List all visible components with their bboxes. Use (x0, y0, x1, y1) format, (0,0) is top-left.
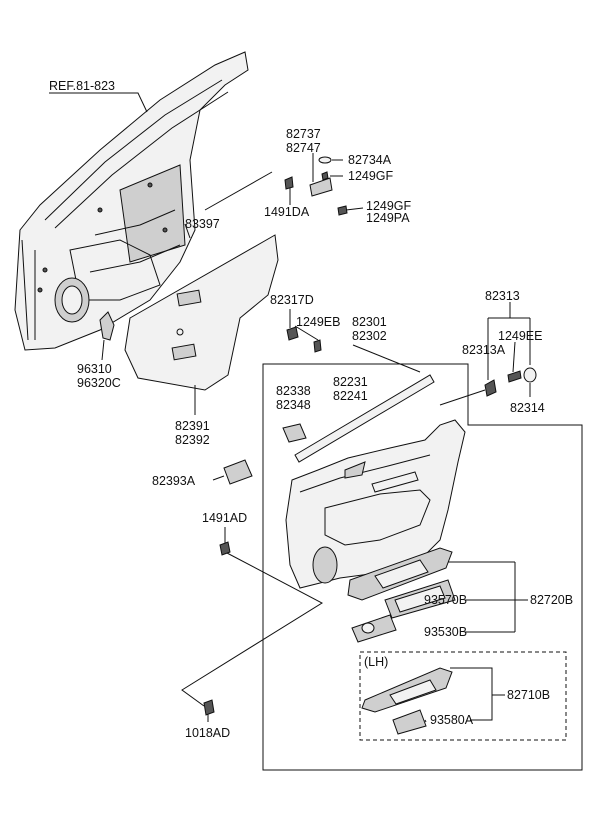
label-82734A: 82734A (348, 153, 392, 167)
leader-lines (49, 92, 531, 723)
trim-assembly-box (262, 363, 583, 771)
label-1491AD: 1491AD (202, 511, 247, 525)
label-82720B: 82720B (530, 593, 573, 607)
label-93570B: 93570B (424, 593, 467, 607)
label-82301: 82301 (352, 315, 387, 329)
label-1249EE: 1249EE (498, 329, 542, 343)
label-82231: 82231 (333, 375, 368, 389)
door-trim-panel (285, 419, 466, 589)
label-82747: 82747 (286, 141, 321, 155)
label-82241: 82241 (333, 389, 368, 403)
label-82710B: 82710B (507, 688, 550, 702)
label-ref: REF.81-823 (49, 79, 115, 93)
label-93530B: 93530B (424, 625, 467, 639)
fasteners (203, 156, 537, 716)
label-93580A: 93580A (430, 713, 474, 727)
label-82393A: 82393A (152, 474, 196, 488)
label-82313A: 82313A (462, 343, 506, 357)
label-96320C: 96320C (77, 376, 121, 390)
label-83397: 83397 (185, 217, 220, 231)
label-1249EB: 1249EB (296, 315, 340, 329)
label-1249GF-b: 1249GF (366, 199, 412, 213)
door-module-part (99, 311, 115, 341)
label-1249GF-a: 1249GF (348, 169, 394, 183)
sealing-sheet (124, 234, 279, 391)
label-1249PA: 1249PA (366, 211, 410, 225)
label-1491DA: 1491DA (264, 205, 310, 219)
connector (223, 459, 253, 485)
weatherstrip (294, 374, 435, 463)
label-82737: 82737 (286, 127, 321, 141)
label-82313: 82313 (485, 289, 520, 303)
power-window-switches (347, 547, 456, 735)
label-82392: 82392 (175, 433, 210, 447)
door-frame (14, 51, 249, 351)
label-1018AD: 1018AD (185, 726, 230, 740)
label-82317D: 82317D (270, 293, 314, 307)
label-82348: 82348 (276, 398, 311, 412)
label-lh: (LH) (364, 655, 388, 669)
label-82302: 82302 (352, 329, 387, 343)
label-82338: 82338 (276, 384, 311, 398)
label-82314: 82314 (510, 401, 545, 415)
label-96310: 96310 (77, 362, 112, 376)
pad (282, 423, 307, 443)
label-82391: 82391 (175, 419, 210, 433)
part-labels: REF.81-823 82737 82747 82734A 1249GF 149… (49, 79, 573, 740)
